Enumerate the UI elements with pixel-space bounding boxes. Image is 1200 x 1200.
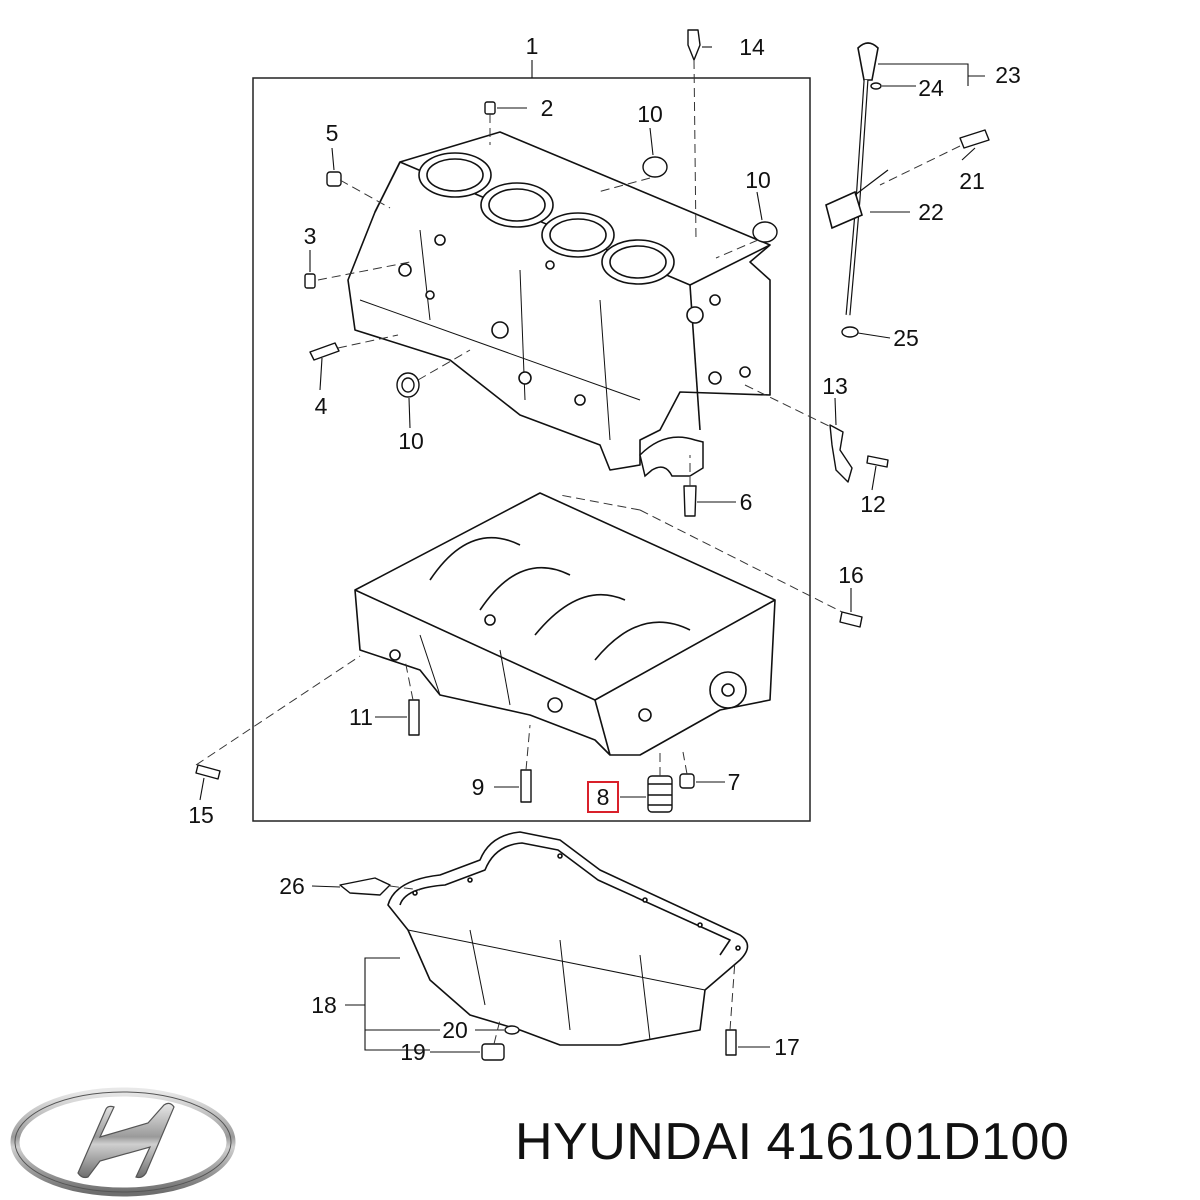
callout-7: 7 <box>728 769 741 795</box>
oil-pan <box>387 831 749 1046</box>
callout-14: 14 <box>739 34 765 60</box>
part-20-washer <box>504 1025 520 1035</box>
callout-21: 21 <box>959 168 985 194</box>
part-25-oring <box>841 326 859 338</box>
callout-25: 25 <box>893 325 919 351</box>
callout-4: 4 <box>315 393 328 419</box>
part-23-dipstick-handle <box>857 42 879 81</box>
part-3-pin <box>304 273 316 289</box>
part-8-sleeve <box>647 775 673 813</box>
callout-10-lower: 10 <box>398 428 424 454</box>
part-15-bolt <box>195 764 221 780</box>
callout-1: 1 <box>526 33 539 59</box>
part-6-bolt <box>683 485 697 517</box>
callout-5: 5 <box>326 120 339 146</box>
leader-lines <box>199 46 985 1053</box>
callout-8: 8 <box>597 784 610 810</box>
part-number: 416101D100 <box>766 1113 1070 1171</box>
part-14-bolt <box>687 29 701 61</box>
part-2-dowel <box>484 101 496 115</box>
small-parts <box>195 29 990 1061</box>
part-5-plug <box>326 171 342 187</box>
callout-10-upper: 10 <box>637 101 663 127</box>
part-9-bolt <box>520 769 532 803</box>
callout-23: 23 <box>995 62 1021 88</box>
callout-26: 26 <box>279 873 305 899</box>
callout-9: 9 <box>472 774 485 800</box>
brand-name: HYUNDAI <box>515 1113 753 1171</box>
part-19-drain-plug <box>481 1043 505 1061</box>
part-7-cap <box>679 773 695 789</box>
callout-22: 22 <box>918 199 944 225</box>
alignment-lines <box>195 59 961 1045</box>
callout-3: 3 <box>304 223 317 249</box>
hyundai-logo-icon <box>10 1087 236 1197</box>
cylinder-block <box>347 131 771 471</box>
callout-6: 6 <box>740 489 753 515</box>
callout-2: 2 <box>541 95 554 121</box>
ladder-frame <box>354 492 776 756</box>
callout-12: 12 <box>860 491 886 517</box>
part-10-plug-right <box>752 221 778 243</box>
callout-19: 19 <box>400 1039 426 1065</box>
callout-labels: 1 14 2 10 10 5 3 4 10 6 13 12 16 11 15 9… <box>188 33 1021 1065</box>
part-10-plug-upper <box>642 156 668 178</box>
callout-15: 15 <box>188 802 214 828</box>
part-17-bolt <box>725 1029 737 1056</box>
callout-24: 24 <box>918 75 944 101</box>
part-16-bolt <box>839 611 863 628</box>
callout-20: 20 <box>442 1017 468 1043</box>
bearing-cap <box>639 436 704 478</box>
part-12-bolt <box>866 455 889 468</box>
callout-17: 17 <box>774 1034 800 1060</box>
highlight-box-part-8 <box>587 781 619 813</box>
dipstick-assembly <box>825 42 889 316</box>
part-21-bolt <box>959 129 990 149</box>
part-26-baffle <box>339 877 391 896</box>
part-13-bracket <box>829 424 853 483</box>
callout-11: 11 <box>349 704 373 730</box>
callout-18: 18 <box>311 992 337 1018</box>
callout-13: 13 <box>822 373 848 399</box>
part-11-bolt <box>408 699 420 736</box>
part-4-stud <box>309 342 340 361</box>
callout-10-right: 10 <box>745 167 771 193</box>
callout-16: 16 <box>838 562 864 588</box>
part-24-oring <box>870 82 882 90</box>
